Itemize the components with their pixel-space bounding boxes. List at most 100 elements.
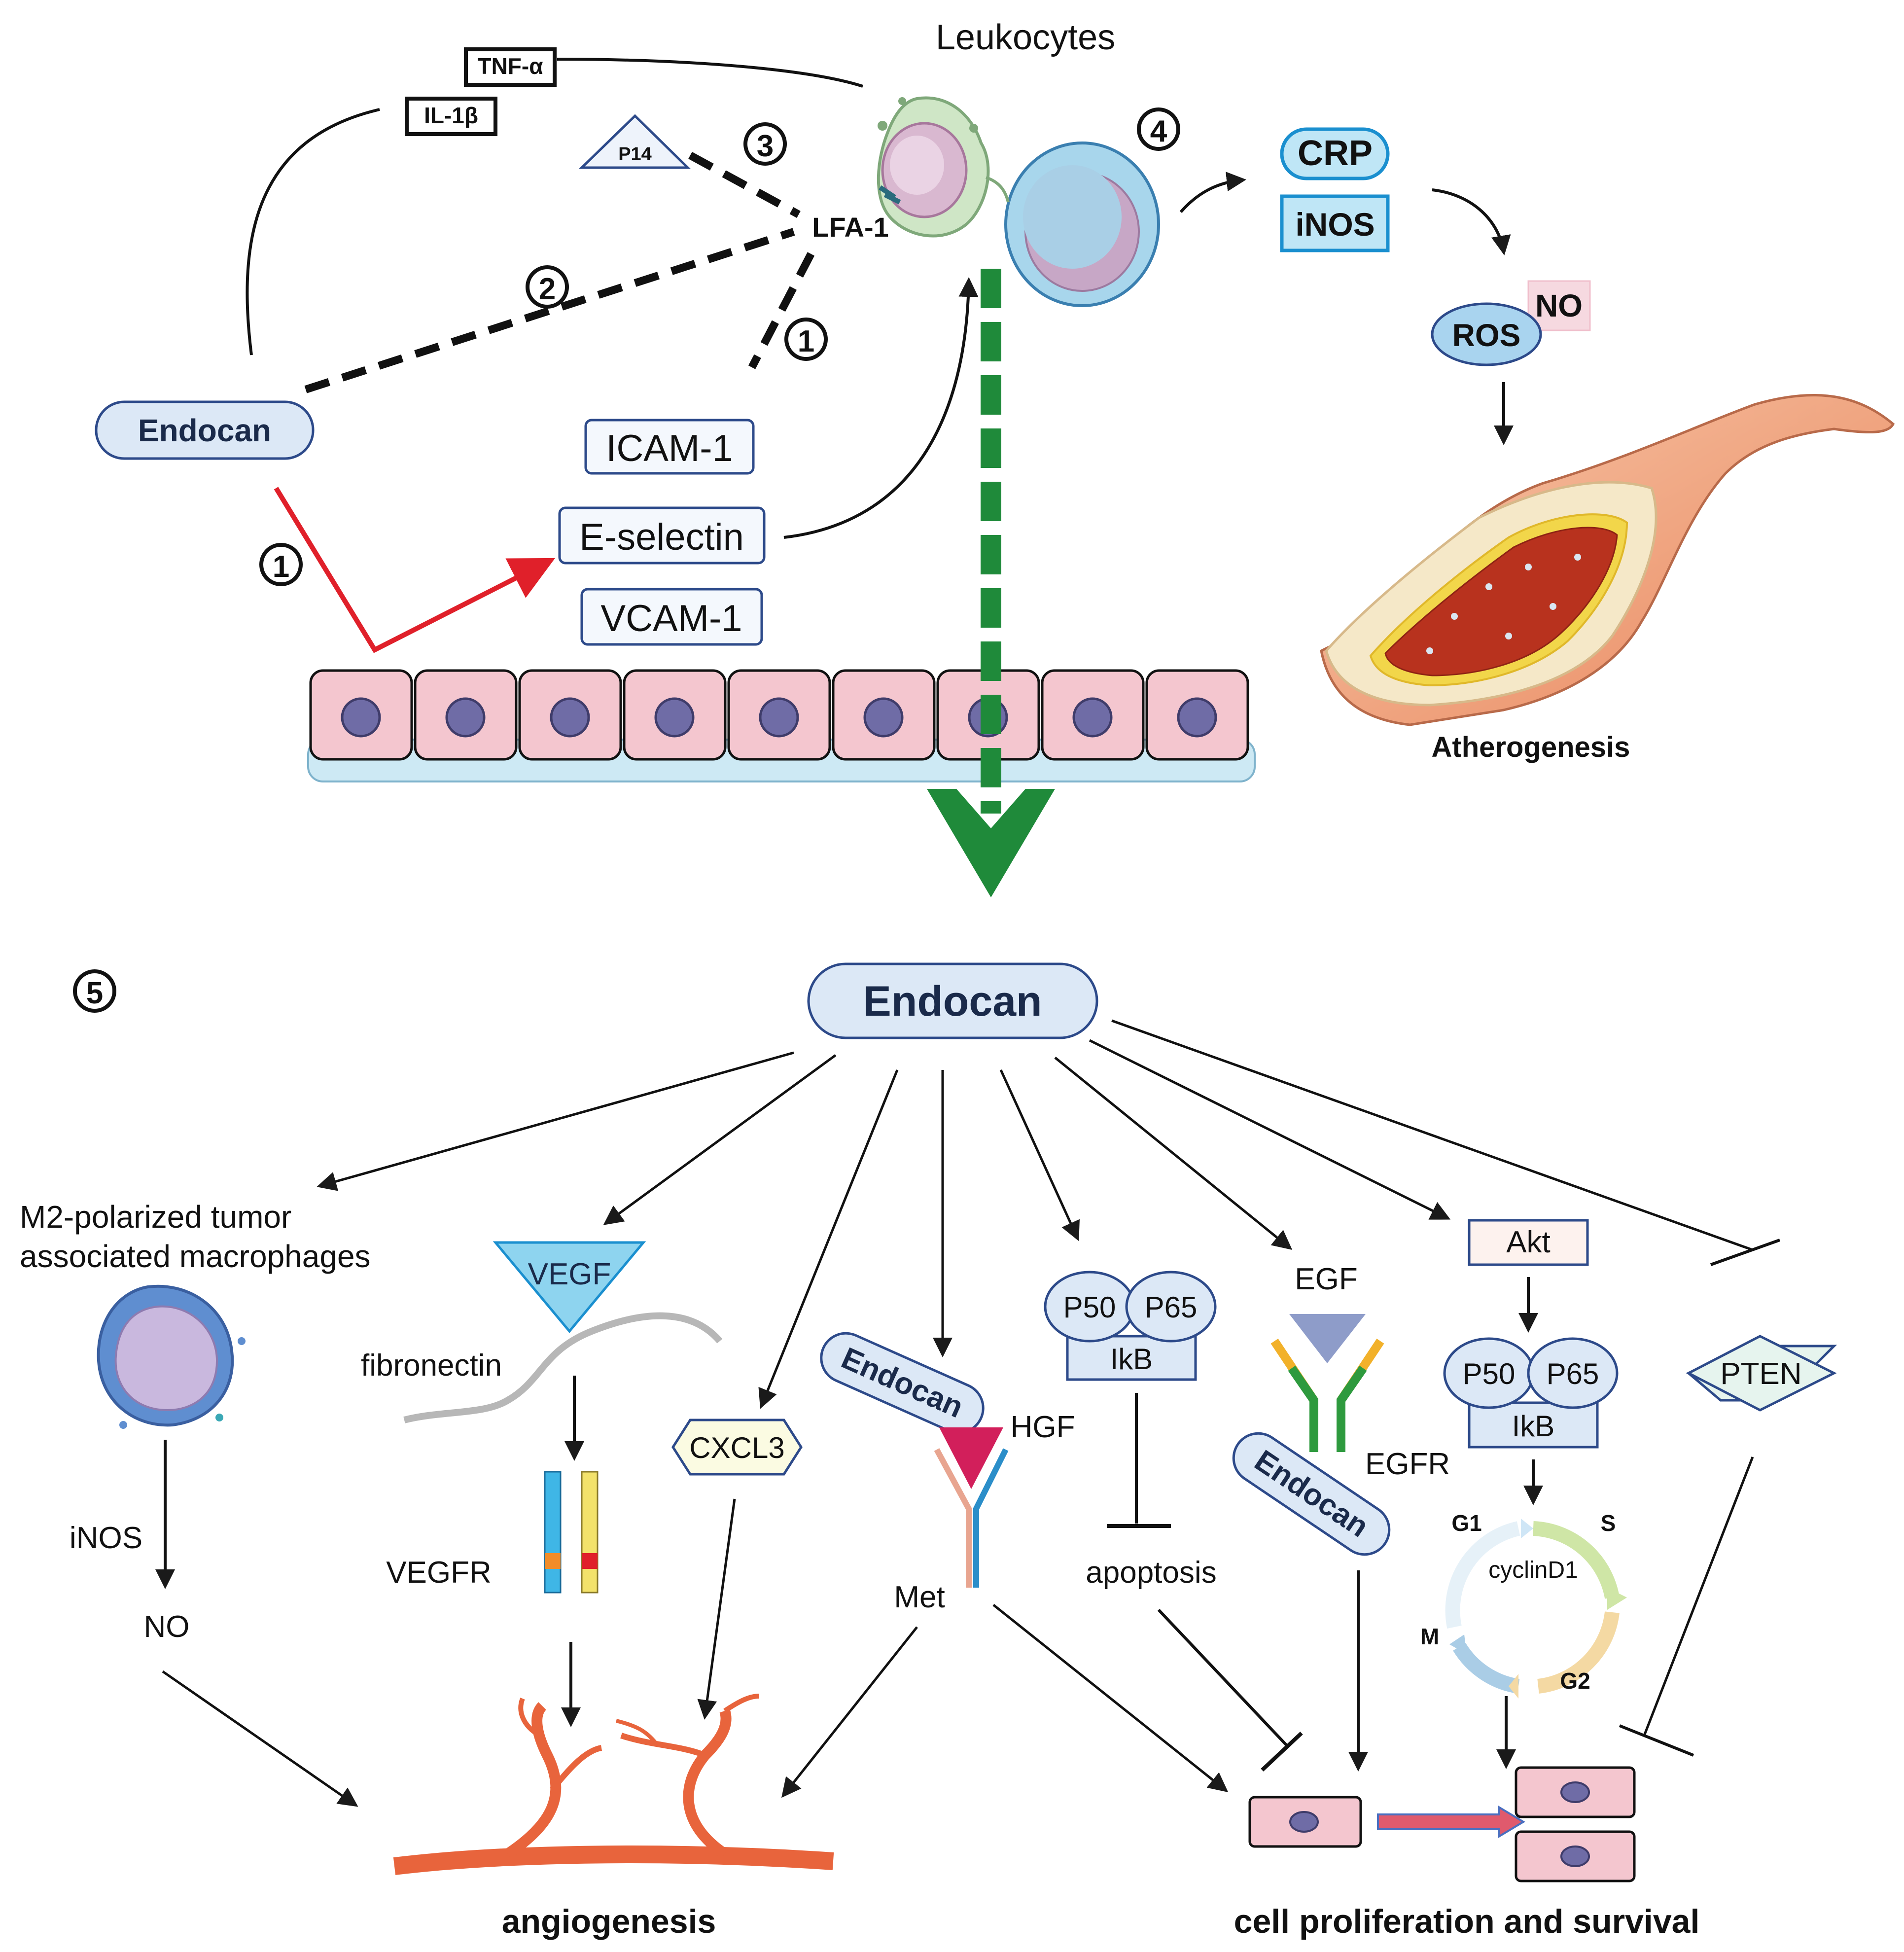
g1-label: G1 [1451, 1510, 1481, 1536]
il1b-box: IL-1β [405, 97, 497, 136]
pten-diamond: PTEN [1686, 1335, 1837, 1412]
vegfr-label: VEGFR [386, 1556, 492, 1590]
arrow-to-akt [1089, 1039, 1451, 1220]
egfr-label: EGFR [1365, 1447, 1450, 1481]
p65-label: P65 [1145, 1291, 1198, 1324]
cxcl3-angiogenesis-arrow [697, 1498, 736, 1720]
marker-3-label: 3 [757, 129, 774, 163]
vcam1-box: VCAM-1 [580, 588, 763, 646]
atherosclerotic-vessel-illustration [1320, 393, 1895, 726]
angiogenesis-label: angiogenesis [502, 1903, 716, 1940]
ros-label: ROS [1452, 318, 1521, 353]
arrow-to-nfkb [999, 1069, 1080, 1242]
arrow-to-cxcl3 [758, 1069, 899, 1409]
p50-label: P50 [1063, 1291, 1116, 1324]
marker-4-label: 4 [1150, 114, 1167, 148]
akt-box: Akt [1468, 1219, 1589, 1266]
angiogenesis-vessel [393, 1694, 834, 1875]
leukocyte-crp-arrow [1179, 172, 1246, 213]
m-label: M [1420, 1624, 1439, 1649]
arrow-to-vegf [603, 1054, 837, 1225]
met-label: Met [894, 1580, 945, 1614]
lfa1-label: LFA-1 [812, 212, 889, 243]
ikb-label: IkB [1110, 1343, 1153, 1376]
macrophage-illustration [97, 1284, 246, 1429]
p14-triangle: P14 [578, 114, 691, 169]
endothelial-cell [727, 669, 831, 761]
endothelial-cell [309, 669, 413, 761]
marker-2: 2 [526, 265, 569, 309]
eselectin-leukocyte-arrow [783, 277, 979, 539]
marker-5-label: 5 [86, 976, 103, 1010]
endocan-center-label: Endocan [863, 978, 1042, 1025]
marker-4: 4 [1137, 107, 1180, 151]
met-receptor [934, 1448, 1009, 1588]
no-top-box: NO [1527, 280, 1591, 331]
tnf-leukocyte-line [557, 58, 863, 88]
fibronectin-strand [403, 1312, 723, 1423]
cxcl3-hexagon: CXCL3 [671, 1419, 803, 1476]
tnf-alpha-label: TNF-α [477, 53, 543, 79]
vegfr-receptor [544, 1471, 599, 1594]
inhibit-bar-pten [1710, 1239, 1781, 1266]
met-angiogenesis-arrow [781, 1626, 918, 1798]
lfa1-adhesion-dash [748, 252, 815, 369]
endothelial-cell [832, 669, 936, 761]
green-chevron-arrow [927, 789, 1055, 897]
nfkb-complex: P50 P65 IkB [1044, 1271, 1217, 1381]
endocan-center-pill: Endocan [807, 962, 1098, 1039]
cell-cycle-diagram [1445, 1519, 1627, 1699]
p65b-label: P65 [1547, 1357, 1599, 1390]
daughter-cell-top [1515, 1766, 1636, 1818]
pten-label: PTEN [1720, 1357, 1801, 1391]
inos-top-box: iNOS [1280, 194, 1390, 252]
marker-1b: 1 [259, 543, 303, 586]
daughter-cell-bottom [1515, 1830, 1636, 1882]
endocan-top-label: Endocan [138, 413, 271, 448]
inos-top-label: iNOS [1295, 206, 1375, 243]
endothelial-cell [518, 669, 622, 761]
vcam1-label: VCAM-1 [600, 598, 742, 639]
marker-3: 3 [743, 122, 787, 166]
p50b-label: P50 [1463, 1357, 1516, 1390]
division-arrow [1377, 1805, 1525, 1839]
icam1-box: ICAM-1 [584, 419, 755, 475]
apoptosis-proliferation-inhibit [1157, 1608, 1288, 1747]
met-proliferation-arrow [992, 1604, 1229, 1792]
icam1-label: ICAM-1 [606, 427, 733, 469]
crp-label: CRP [1298, 134, 1373, 173]
endothelial-cell [1041, 669, 1145, 761]
egfr-receptor [1270, 1339, 1384, 1452]
eselectin-label: E-selectin [579, 516, 744, 558]
marker-1b-label: 1 [273, 550, 289, 584]
hgf-label: HGF [1011, 1410, 1075, 1444]
endothelial-layer [307, 669, 1256, 782]
inos-bottom-label: iNOS [70, 1521, 142, 1555]
vegf-label: VEGF [528, 1257, 611, 1291]
endocan-hgf-pill: Endocan [820, 1332, 985, 1434]
proliferation-label: cell proliferation and survival [1234, 1903, 1700, 1940]
single-cell [1248, 1796, 1362, 1848]
akt-label: Akt [1506, 1225, 1551, 1259]
leukocytes-label: Leukocytes [936, 18, 1115, 57]
macrophage-label-line2: associated macrophages [20, 1239, 371, 1274]
no-top-label: NO [1535, 288, 1583, 323]
endocan-top-pill: Endocan [95, 400, 315, 460]
p14-label: P14 [618, 144, 652, 165]
endothelial-cell [1145, 669, 1249, 761]
red-activation-arrow [274, 487, 556, 653]
cytokine-link-line [246, 108, 380, 355]
pten-proliferation-inhibit [1643, 1456, 1754, 1736]
cyclin-label: cyclinD1 [1488, 1557, 1578, 1583]
vegf-triangle: VEGF [493, 1241, 646, 1333]
atherogenesis-label: Atherogenesis [1432, 731, 1630, 763]
arrow-to-egf [1054, 1057, 1293, 1250]
apoptosis-proliferation-bar [1261, 1732, 1303, 1772]
pten-proliferation-bar [1619, 1724, 1694, 1757]
marker-1a: 1 [784, 318, 828, 361]
marker-2-label: 2 [539, 272, 556, 306]
egf-label: EGF [1295, 1262, 1357, 1296]
crp-pill: CRP [1280, 127, 1390, 180]
g2-label: G2 [1560, 1668, 1590, 1694]
